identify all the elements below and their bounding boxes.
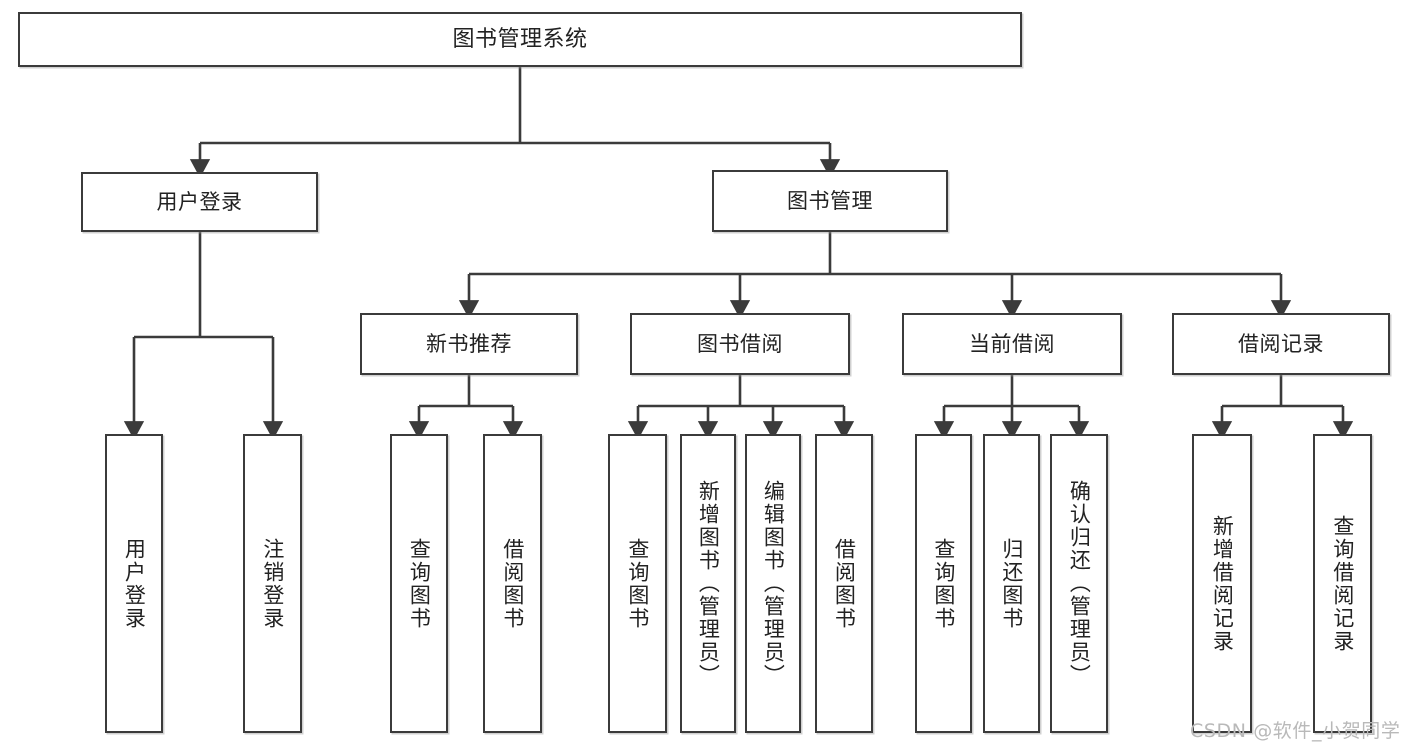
node-label: 图书管理系统 xyxy=(452,26,588,52)
node-rec-query[interactable]: 查询借阅记录 xyxy=(1313,434,1372,733)
node-login-out[interactable]: 注销登录 xyxy=(243,434,302,733)
node-label: 图书借阅 xyxy=(697,331,783,356)
csdn-watermark: CSDN @软件_小贺同学 xyxy=(1190,720,1401,742)
node-login-in[interactable]: 用户登录 xyxy=(105,434,163,733)
node-label: 查询借阅记录 xyxy=(1330,514,1355,653)
node-label: 图书管理 xyxy=(787,188,873,213)
node-cur-confirm[interactable]: 确认归还（管理员） xyxy=(1050,434,1108,733)
node-bw-borrow[interactable]: 借阅图书 xyxy=(815,434,873,733)
node-label: 当前借阅 xyxy=(969,331,1055,356)
node-bw-query[interactable]: 查询图书 xyxy=(608,434,667,733)
node-label: 新增借阅记录 xyxy=(1210,514,1235,653)
node-record[interactable]: 借阅记录 xyxy=(1172,313,1390,375)
node-new-query[interactable]: 查询图书 xyxy=(390,434,448,733)
node-label: 编辑图书（管理员） xyxy=(761,480,786,687)
node-label: 借阅记录 xyxy=(1238,331,1324,356)
node-label: 新增图书（管理员） xyxy=(696,480,721,687)
node-cur-query[interactable]: 查询图书 xyxy=(915,434,972,733)
node-newbook[interactable]: 新书推荐 xyxy=(360,313,578,375)
node-label: 查询图书 xyxy=(931,537,956,630)
node-label: 新书推荐 xyxy=(426,331,512,356)
node-label: 用户登录 xyxy=(122,537,147,630)
node-borrow[interactable]: 图书借阅 xyxy=(630,313,850,375)
node-bw-edit[interactable]: 编辑图书（管理员） xyxy=(745,434,801,733)
node-label: 用户登录 xyxy=(156,189,243,214)
node-label: 借阅图书 xyxy=(500,537,525,630)
node-root[interactable]: 图书管理系统 xyxy=(18,12,1022,67)
node-label: 归还图书 xyxy=(999,537,1024,630)
node-label: 确认归还（管理员） xyxy=(1067,480,1092,687)
node-label: 查询图书 xyxy=(407,537,432,630)
node-cur-return[interactable]: 归还图书 xyxy=(983,434,1040,733)
node-login[interactable]: 用户登录 xyxy=(81,172,318,232)
node-bookmgmt[interactable]: 图书管理 xyxy=(712,170,948,232)
node-new-borrow[interactable]: 借阅图书 xyxy=(483,434,542,733)
node-rec-add[interactable]: 新增借阅记录 xyxy=(1192,434,1252,733)
node-bw-add[interactable]: 新增图书（管理员） xyxy=(680,434,736,733)
node-label: 注销登录 xyxy=(260,537,285,630)
node-label: 借阅图书 xyxy=(832,537,857,630)
node-label: 查询图书 xyxy=(625,537,650,630)
node-current[interactable]: 当前借阅 xyxy=(902,313,1122,375)
